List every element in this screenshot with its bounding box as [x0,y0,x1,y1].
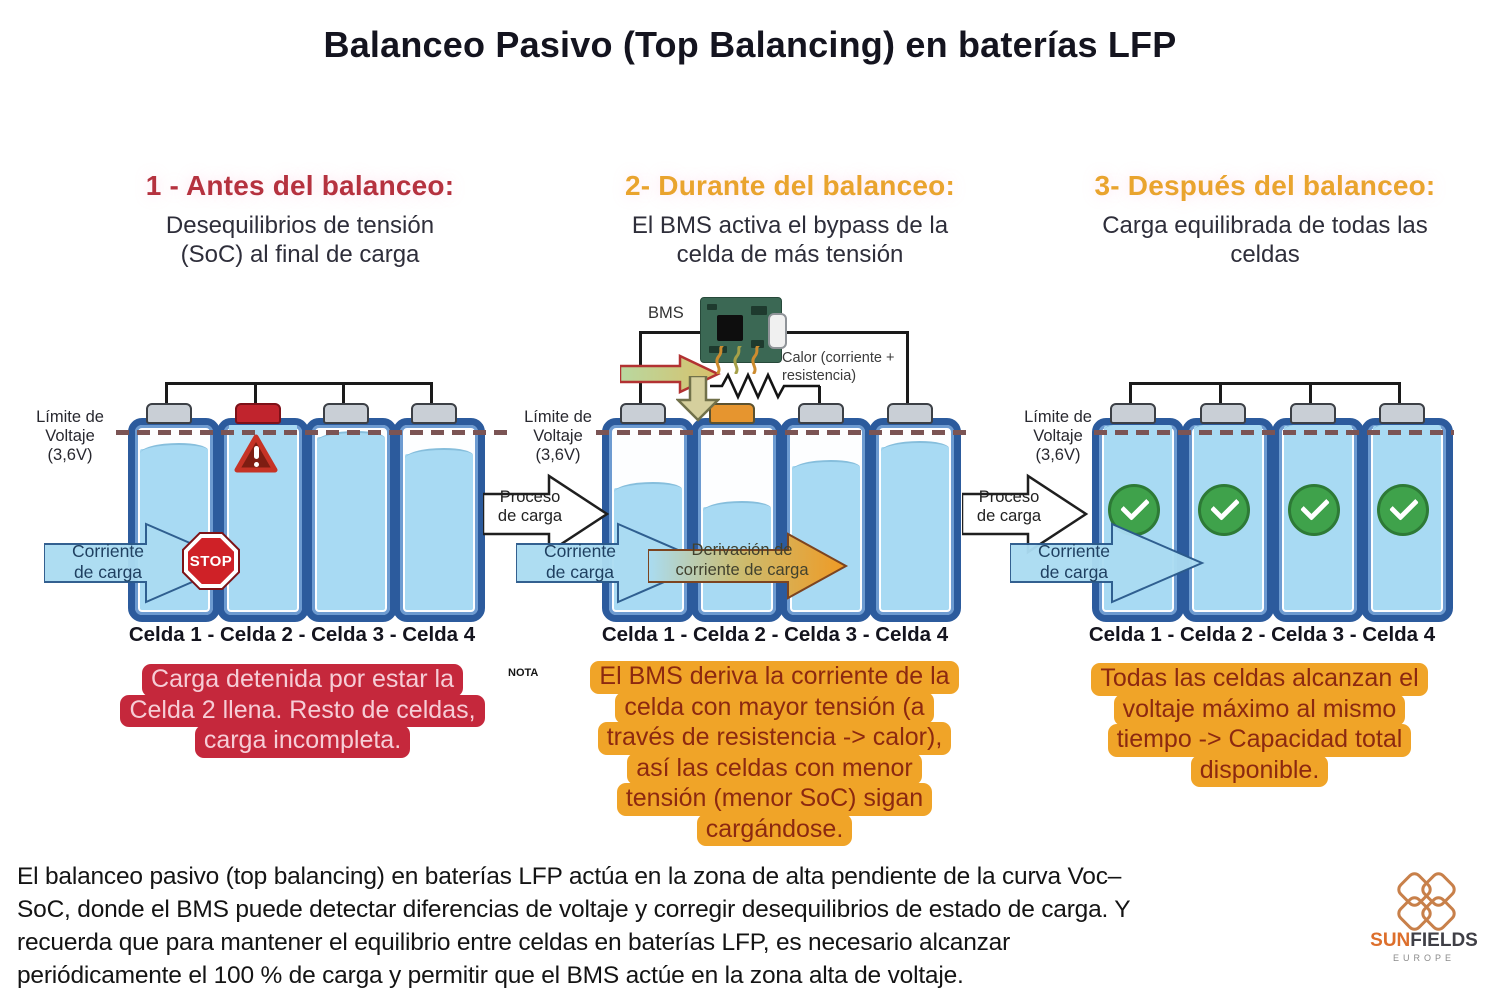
note-line: voltaje máximo al mismo [1113,693,1406,726]
heading-after: 3- Después del balanceo: [1094,170,1436,201]
subtitle-before: Desequilibrios de tensión (SoC) al final… [165,212,435,268]
note-line: disponible. [1190,754,1329,787]
cell-cap [1379,403,1425,424]
warning-icon [234,434,278,474]
battery-cell-before-3 [305,418,397,622]
bus-bar [1130,382,1400,385]
note-line: cargándose. [696,813,853,846]
charge-current-label: Corriente de carga [544,541,616,582]
voltage-limit-label-after: Límite de Voltaje (3,6V) [1024,408,1092,464]
cell-cap-overcharged [235,403,281,424]
cell-cap [887,403,933,424]
note-before: Carga detenida por estar la Celda 2 llen… [70,664,535,758]
charge-process-arrow [962,473,1089,555]
cell-charge-level [405,448,473,610]
subtitle-during: El BMS activa el bypass de la celda de m… [631,212,949,268]
battery-cell-during-3 [780,418,872,622]
note-after: Todas las celdas alcanzan el voltaje máx… [1037,663,1482,787]
note-line: El BMS deriva la corriente de la [590,661,959,694]
heading-before: 1 - Antes del balanceo: [145,170,455,201]
bms-chip [717,315,743,341]
resistor-icon [710,372,820,401]
cells-label-after: Celda 1 - Celda 2 - Celda 3 - Celda 4 [1088,623,1436,646]
battery-cell-during-2 [691,418,783,622]
resistor-wire-drop [818,386,821,404]
note-line: así las celdas con menor [627,752,922,785]
cell-cap [1200,403,1246,424]
note-line: tiempo -> Capacidad total [1107,724,1412,757]
heat-icon [715,346,760,374]
charge-process-label: Proceso de carga [497,488,563,526]
warning-exclamation [253,446,259,459]
note-during: El BMS deriva la corriente de la celda c… [537,661,1012,846]
cell-charge-level [881,440,949,610]
wire [342,382,345,404]
voltage-limit-line-before [116,430,512,435]
check-icon [1198,484,1250,536]
bypass-current-arrow [648,532,849,600]
check-icon [1288,484,1340,536]
wire [254,382,257,404]
voltage-limit-label-before: Límite de Voltaje (3,6V) [36,408,104,464]
charge-current-label: Corriente de carga [72,541,144,582]
charge-process-label: Proceso de carga [976,488,1042,526]
cell-cap-bypassed [709,403,755,424]
sunfields-logo: SUNFIELDS EUROPE [1366,868,1482,963]
stop-sign-icon: STOP [182,532,240,590]
note-line: tensión (menor SoC) sigan [616,783,933,816]
wire [430,382,433,404]
sunfields-flower-icon [1393,868,1460,935]
cells-label-before: Celda 1 - Celda 2 - Celda 3 - Celda 4 [128,623,476,646]
footer-paragraph: El balanceo pasivo (top balancing) en ba… [17,863,1131,990]
heading-during: 2- Durante del balanceo: [625,170,955,201]
cell-charge-level [317,431,385,610]
charge-process-arrow [483,473,610,555]
bms-wire-right-drop [906,331,909,404]
cell-cap [323,403,369,424]
note-line: celda con mayor tensión (a [615,691,934,724]
logo-name: SUNFIELDS [1366,930,1482,952]
bms-wire-left [640,331,702,334]
wire [1129,382,1132,404]
note-line: Todas las celdas alcanzan el [1091,663,1428,696]
logo-sun: SUN [1370,930,1411,951]
cell-cap [146,403,192,424]
bus-bar [166,382,432,385]
heat-label: Calor (corriente + resistencia) [782,350,895,384]
battery-cell-during-4 [869,418,961,622]
cell-cap [1290,403,1336,424]
note-line: Celda 2 llena. Resto de celdas, [120,694,485,727]
battery-cell-before-4 [393,418,485,622]
charge-current-arrow [1010,522,1205,604]
cells-label-during: Celda 1 - Celda 2 - Celda 3 - Celda 4 [601,623,949,646]
voltage-limit-label-during: Límite de Voltaje (3,6V) [524,408,592,464]
logo-fields: FIELDS [1410,930,1478,951]
subtitle-after: Carga equilibrada de todas las celdas [1102,212,1428,268]
wire [1219,382,1222,404]
wire [1309,382,1312,404]
bms-wire-right [780,331,908,334]
voltage-limit-line-during [596,430,970,435]
cell-cap [1110,403,1156,424]
note-line: través de resistencia -> calor), [597,722,952,755]
logo-europe: EUROPE [1392,953,1455,963]
wire [1398,382,1401,404]
bms-board-icon [700,297,787,363]
bms-connector [768,313,787,349]
stop-sign-text: STOP [189,552,233,570]
note-line: carga incompleta. [194,725,411,758]
charge-current-label: Corriente de carga [1038,541,1110,582]
cell-cap [411,403,457,424]
bypass-current-label: Derivación de corriente de carga [675,541,809,579]
check-icon [1377,484,1429,536]
nota-tag: NOTA [508,667,539,679]
bypass-arrow-down [676,376,720,422]
cell-cap [798,403,844,424]
wire [165,382,168,404]
note-line: Carga detenida por estar la [142,664,463,697]
page-title: Balanceo Pasivo (Top Balancing) en bater… [323,24,1177,65]
cell-cap [620,403,666,424]
bms-label: BMS [648,304,684,322]
voltage-limit-line-after [1094,430,1454,435]
